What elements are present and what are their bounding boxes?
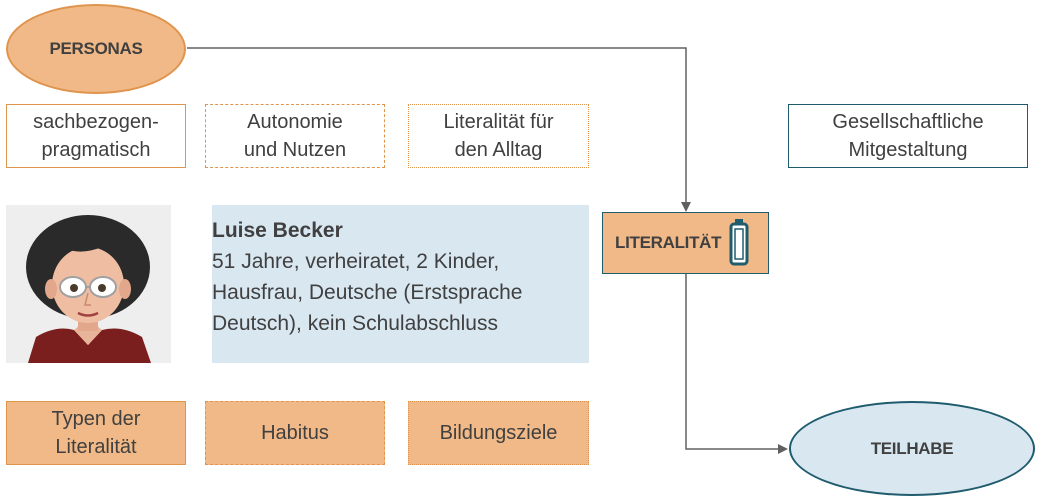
box-sachbezogen-label: sachbezogen- pragmatisch — [33, 111, 159, 161]
connector-personas-to-literalitaet — [187, 47, 691, 212]
box-gesellschaftliche-mitgestaltung: Gesellschaftliche Mitgestaltung — [788, 104, 1028, 168]
box-literalitaet-alltag: Literalität für den Alltag — [408, 104, 589, 168]
box-bildungsziele-label: Bildungsziele — [439, 422, 558, 444]
persona-name: Luise Becker — [212, 219, 343, 242]
persona-avatar — [6, 205, 171, 363]
battery-icon — [729, 219, 749, 266]
box-gesellschaftliche-label: Gesellschaftliche Mitgestaltung — [832, 111, 984, 161]
personas-label: PERSONAS — [49, 39, 143, 58]
box-typen-label: Typen der Literalität — [51, 408, 141, 458]
teilhabe-label: TEILHABE — [870, 438, 954, 458]
woman-avatar-icon — [26, 215, 151, 363]
box-typen-der-literalitaet: Typen der Literalität — [6, 401, 186, 465]
connector-literalitaet-to-teilhabe — [685, 274, 788, 454]
persona-description: 51 Jahre, verheiratet, 2 Kinder, Hausfra… — [212, 250, 523, 335]
box-habitus: Habitus — [205, 401, 385, 465]
box-habitus-label: Habitus — [261, 422, 329, 444]
box-bildungsziele: Bildungsziele — [408, 401, 589, 465]
box-autonomie: Autonomie und Nutzen — [205, 104, 385, 168]
literalitaet-node: LITERALITÄT — [602, 212, 769, 274]
box-autonomie-label: Autonomie und Nutzen — [243, 111, 347, 161]
personas-node: PERSONAS — [6, 4, 186, 94]
literalitaet-label: LITERALITÄT — [615, 233, 722, 252]
box-sachbezogen: sachbezogen- pragmatisch — [6, 104, 186, 168]
box-literalitaet-alltag-label: Literalität für den Alltag — [443, 111, 554, 161]
persona-info-panel: Luise Becker 51 Jahre, verheiratet, 2 Ki… — [212, 205, 589, 363]
teilhabe-node: TEILHABE — [789, 401, 1035, 496]
